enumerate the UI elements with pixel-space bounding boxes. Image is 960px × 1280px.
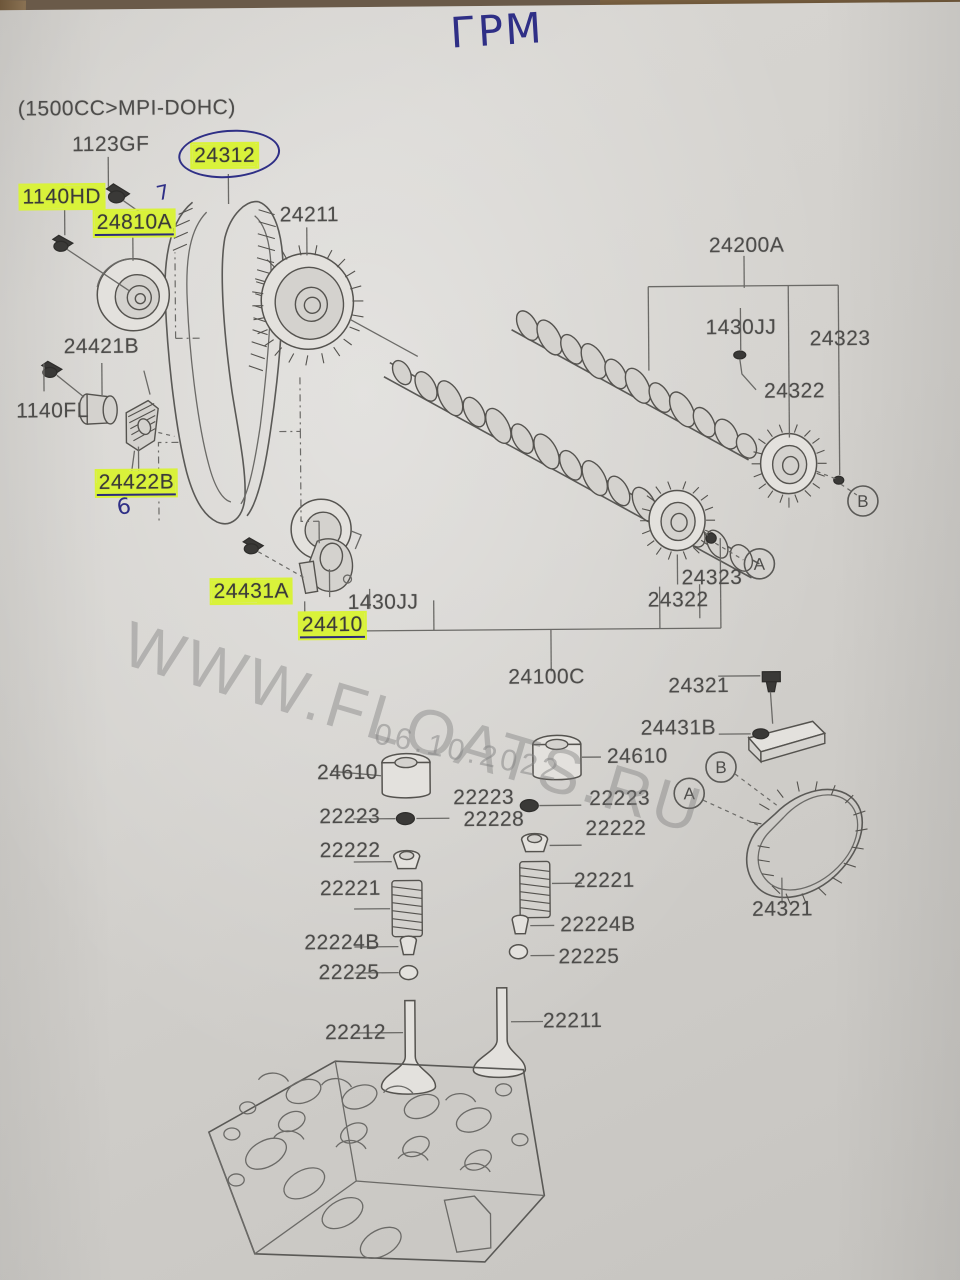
camshaft-rear-art	[511, 310, 758, 461]
valve-train-right-column	[472, 734, 601, 1079]
label-22223-left: 22223	[319, 804, 381, 829]
bolt-1140FL-art	[40, 360, 85, 398]
label-22221-left: 22221	[319, 876, 381, 901]
belt-guide-outline	[157, 252, 320, 523]
idler-pulley-art	[96, 257, 171, 332]
svg-text:B: B	[857, 492, 868, 511]
timing-belt-art	[164, 200, 284, 525]
label-24422B: 24422B	[96, 470, 177, 497]
label-22224B-left: 22224B	[304, 930, 380, 955]
label-24322-low: 24322	[647, 588, 709, 612]
label-24610-left: 24610	[316, 760, 379, 785]
bracket-24200A	[647, 255, 841, 476]
label-22221-right: 22221	[573, 868, 635, 893]
label-24810A: 24810A	[94, 210, 175, 237]
label-1140FL: 1140FL	[16, 399, 89, 423]
label-24431A: 24431A	[211, 579, 292, 604]
cylinder-head-art	[207, 1060, 546, 1263]
label-22211: 22211	[542, 1009, 603, 1033]
svg-text:B: B	[715, 758, 726, 777]
chain-sprocket-upper-art	[751, 424, 827, 503]
bolt-24431A-art	[242, 537, 304, 578]
label-24321-chain: 24321	[752, 897, 814, 921]
valve-train-left-column	[330, 752, 450, 1095]
svg-text:A: A	[683, 784, 695, 803]
timing-chain-24321-art	[745, 781, 868, 904]
label-22212: 22212	[324, 1020, 387, 1045]
bolt-1140HD-art	[51, 234, 130, 292]
bolt-24321-art	[718, 671, 781, 724]
label-24322-top: 24322	[763, 379, 826, 403]
label-1430JJ-mid: 1430JJ	[347, 590, 419, 615]
label-22224B-right: 22224B	[560, 912, 636, 937]
label-22225-left: 22225	[318, 960, 380, 985]
bolt-1430JJ-upper-art	[733, 350, 757, 391]
label-24323-low: 24323	[681, 565, 743, 590]
handwritten-title-grm: ГРМ	[448, 3, 545, 58]
chain-guide-24431B-art	[718, 720, 827, 764]
label-22225-right: 22225	[558, 944, 620, 969]
label-24200A: 24200A	[708, 233, 785, 258]
bushing-24421B-art	[78, 393, 118, 425]
label-1430JJ-top: 1430JJ	[705, 315, 777, 340]
tensioner-spring-24422B-art	[125, 370, 175, 479]
label-22228: 22228	[463, 807, 525, 832]
tensioner-24410-art	[290, 498, 363, 595]
label-24410: 24410	[299, 612, 365, 639]
label-1140HD: 1140HD	[20, 184, 104, 209]
label-24431B: 24431B	[640, 716, 717, 740]
callout-markers: B A B A	[673, 485, 879, 827]
label-1123GF: 1123GF	[72, 132, 150, 157]
label-24323-top: 24323	[809, 326, 871, 351]
label-24211: 24211	[279, 203, 340, 227]
chain-sprocket-lower-art	[640, 481, 716, 560]
label-24321-bolt: 24321	[668, 674, 730, 698]
pin-24323-upper-art	[816, 470, 858, 496]
label-24100C: 24100C	[508, 665, 585, 689]
label-24421B: 24421B	[63, 334, 140, 359]
camshaft-front-art	[383, 359, 760, 579]
svg-text:A: A	[754, 555, 766, 574]
label-22222-left: 22222	[319, 838, 381, 863]
header-note: (1500CC>MPI-DOHC)	[17, 95, 236, 121]
pin-24323-lower-art	[704, 531, 744, 561]
cam-sprocket-24211-art	[252, 245, 419, 366]
